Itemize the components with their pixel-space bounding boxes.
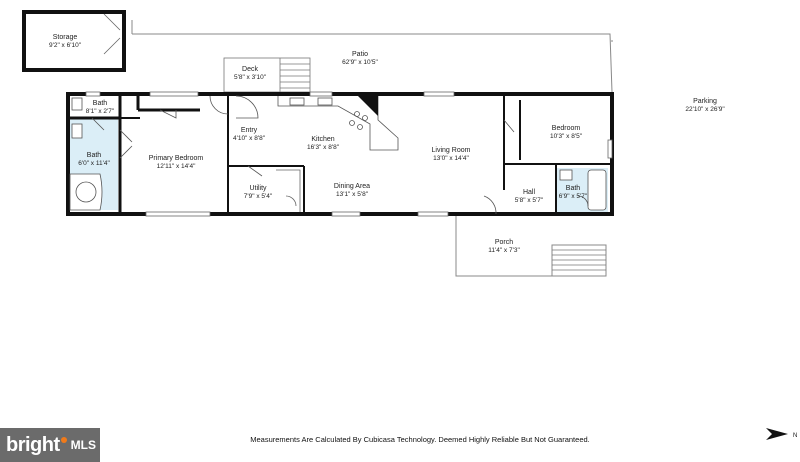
hall-dims: 5'8" x 5'7" — [515, 197, 544, 204]
patio-dims: 62'9" x 10'5" — [342, 59, 378, 66]
entry-dims: 4'10" x 8'8" — [233, 135, 266, 142]
logo-dot-icon — [60, 437, 67, 443]
primary-name: Primary Bedroom — [149, 155, 204, 162]
storage-name: Storage — [53, 34, 78, 41]
bath-small-name: Bath — [566, 185, 581, 192]
parking-dims: 22'10" x 26'9" — [685, 106, 725, 113]
compass-label: N — [793, 433, 797, 439]
kitchen-dims: 16'3" x 8'8" — [307, 144, 340, 151]
porch-stairs — [552, 249, 606, 271]
dining-dims: 13'1" x 5'8" — [336, 191, 369, 198]
compass-icon: N — [766, 428, 797, 440]
utility-dims: 7'9" x 5'4" — [244, 193, 273, 200]
hall-name: Hall — [523, 189, 536, 196]
bright-mls-logo: bright MLS — [0, 428, 100, 462]
patio-name: Patio — [352, 51, 368, 58]
bedroom-dims: 10'3" x 8'5" — [550, 133, 583, 140]
logo-suffix: MLS — [70, 438, 96, 452]
dining-name: Dining Area — [334, 183, 370, 190]
parking-name: Parking — [693, 98, 717, 105]
bedroom-name: Bedroom — [552, 125, 581, 132]
bath-main-dims: 6'0" x 11'4" — [78, 160, 110, 167]
door-swings — [91, 95, 589, 215]
living-name: Living Room — [432, 147, 471, 154]
utility-name: Utility — [249, 185, 267, 192]
fixtures — [69, 97, 607, 211]
living-dims: 13'0" x 14'4" — [433, 155, 469, 162]
disclaimer-text: Measurements Are Calculated By Cubicasa … — [250, 435, 590, 444]
bath-top-name: Bath — [93, 100, 108, 107]
bath-top-dims: 8'1" x 2'7" — [86, 108, 115, 115]
entry-name: Entry — [241, 127, 258, 134]
porch-dims: 11'4" x 7'3" — [488, 247, 520, 254]
deck-dims: 5'8" x 3'10" — [234, 74, 267, 81]
deck-name: Deck — [242, 66, 258, 73]
storage-shed — [22, 10, 126, 72]
kitchen-name: Kitchen — [311, 136, 334, 143]
porch-name: Porch — [495, 239, 513, 246]
bath-main-name: Bath — [87, 152, 102, 159]
windows — [85, 91, 613, 217]
logo-brand: bright — [6, 433, 60, 456]
bath-small-dims: 6'9" x 5'7" — [559, 193, 588, 200]
room-labels: Storage 9'2" x 6'10" Patio 62'9" x 10'5"… — [49, 34, 725, 254]
storage-dims: 9'2" x 6'10" — [49, 42, 82, 49]
primary-dims: 12'11" x 14'4" — [157, 163, 196, 170]
kitchen-counters — [277, 96, 399, 151]
utility-stair — [276, 169, 301, 212]
